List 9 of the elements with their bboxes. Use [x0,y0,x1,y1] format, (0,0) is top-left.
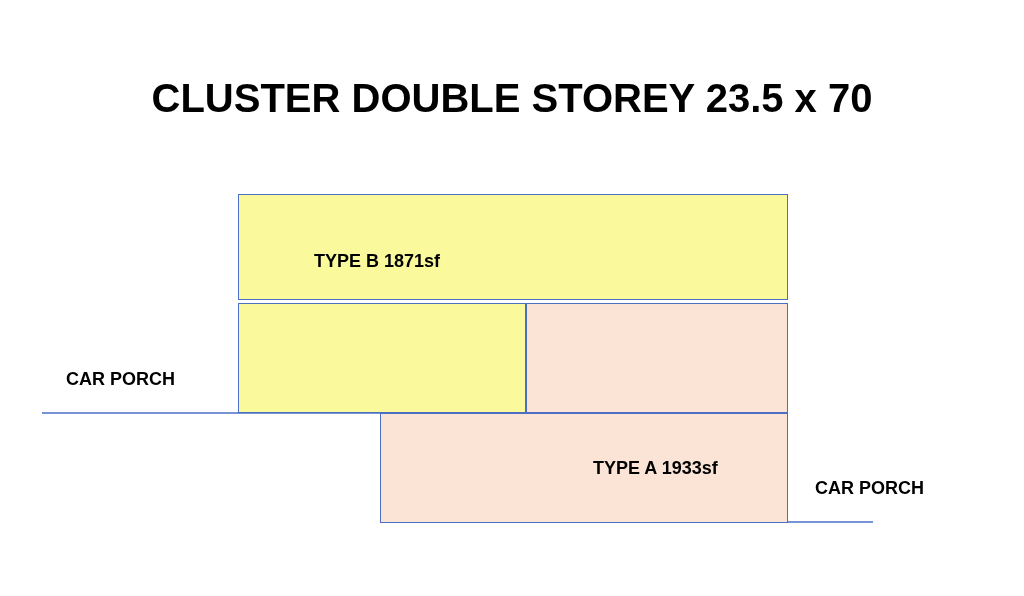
plan-block [238,303,526,413]
unit-label: TYPE A 1933sf [593,458,718,479]
title: CLUSTER DOUBLE STOREY 23.5 x 70 [151,76,873,121]
unit-label: TYPE B 1871sf [314,251,441,272]
unit-block [238,194,788,300]
area-label: CAR PORCH [815,478,924,499]
area-label: CAR PORCH [66,369,175,390]
plan-block [526,303,788,413]
unit-block [380,413,788,523]
